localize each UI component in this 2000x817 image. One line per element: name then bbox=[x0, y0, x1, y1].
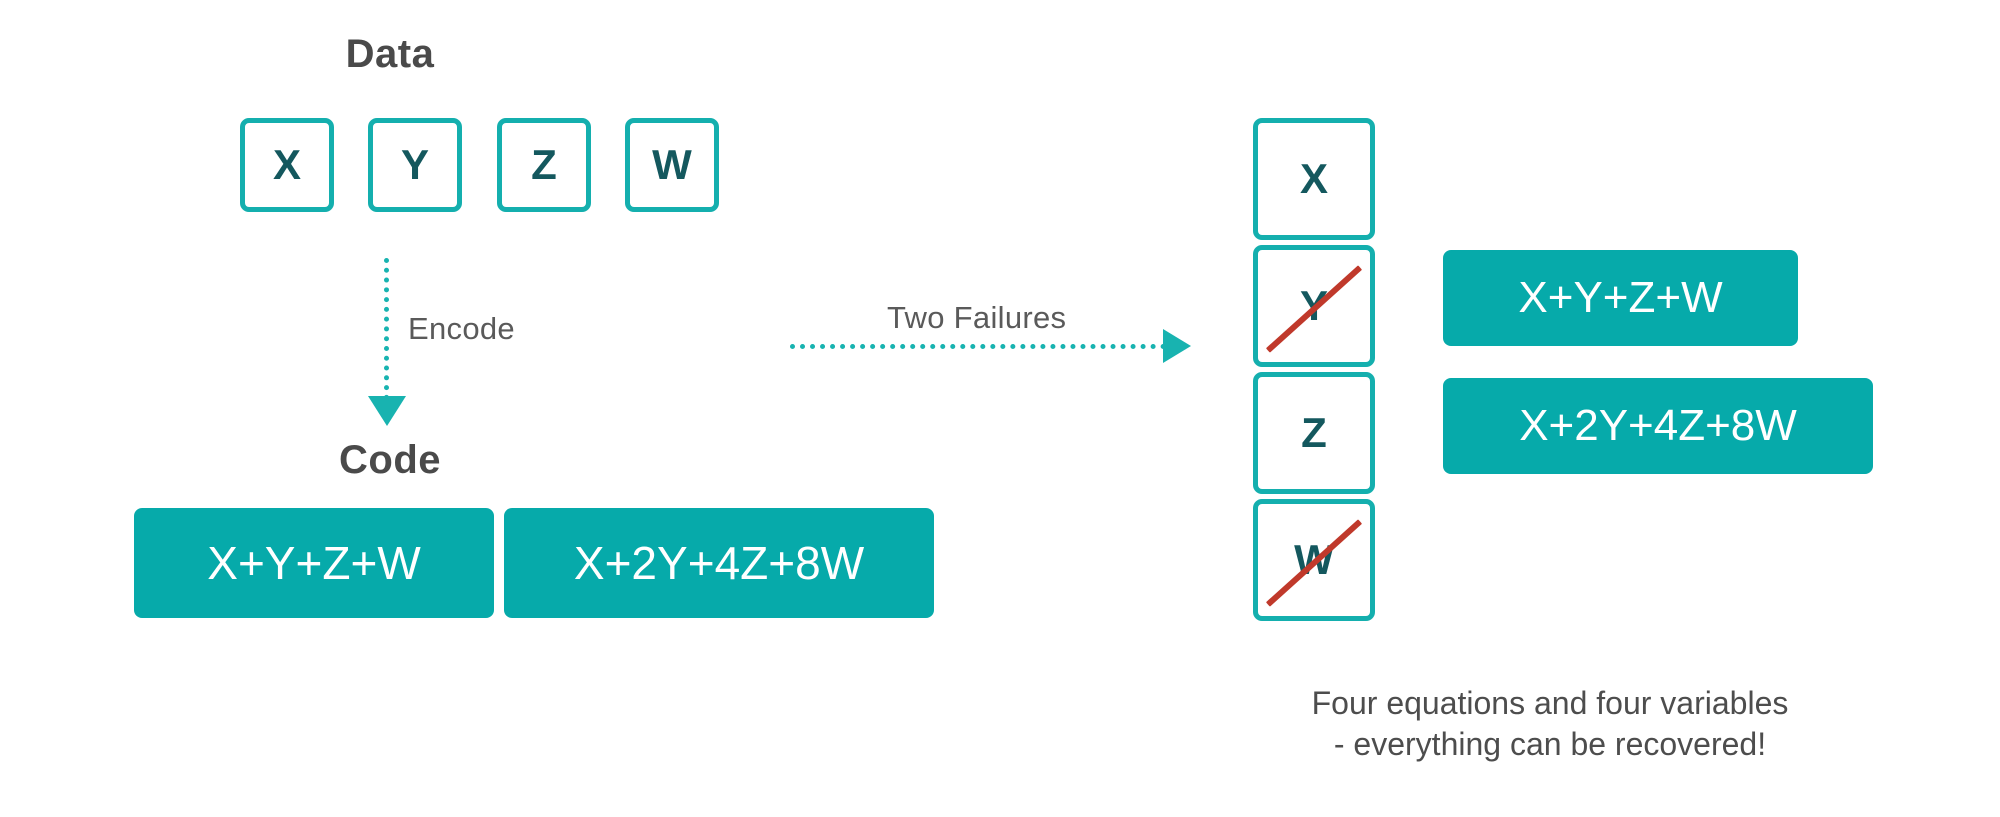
recovery-equation-1: X+Y+Z+W bbox=[1443, 250, 1798, 346]
recovery-cell-x: X bbox=[1253, 118, 1375, 240]
encode-arrow-label: Encode bbox=[408, 311, 515, 346]
data-cell-w-label: W bbox=[652, 141, 692, 188]
recovery-cell-z-label: Z bbox=[1301, 409, 1327, 456]
data-cell-z-label: Z bbox=[531, 141, 557, 188]
data-cell-y-label: Y bbox=[400, 141, 429, 188]
encode-arrow-head-icon bbox=[368, 396, 406, 426]
recovery-cell-z: Z bbox=[1253, 372, 1375, 494]
recovery-cell-w-failed: W bbox=[1253, 499, 1375, 621]
recovery-caption: Four equations and four variables - ever… bbox=[1311, 685, 1789, 762]
data-cell-x: X bbox=[240, 118, 334, 212]
two-failures-arrow-line bbox=[790, 344, 1166, 349]
code-box-parity-1: X+Y+Z+W bbox=[134, 508, 494, 618]
code-box-parity-2: X+2Y+4Z+8W bbox=[504, 508, 934, 618]
encode-arrow-line bbox=[384, 258, 389, 400]
data-cell-x-label: X bbox=[272, 141, 301, 188]
data-cell-z: Z bbox=[497, 118, 591, 212]
data-section-title: Data bbox=[345, 32, 435, 76]
recovery-cell-x-label: X bbox=[1299, 155, 1328, 202]
data-cell-y: Y bbox=[368, 118, 462, 212]
recovery-cell-w-label: W bbox=[1294, 536, 1334, 583]
two-failures-arrow-label: Two Failures bbox=[887, 300, 1067, 335]
two-failures-arrow-head-icon bbox=[1163, 329, 1191, 363]
data-cell-w: W bbox=[625, 118, 719, 212]
recovery-cell-y-failed: Y bbox=[1253, 245, 1375, 367]
recovery-equation-2: X+2Y+4Z+8W bbox=[1443, 378, 1873, 474]
code-section-title: Code bbox=[339, 438, 441, 482]
recovery-cell-y-label: Y bbox=[1299, 282, 1328, 329]
